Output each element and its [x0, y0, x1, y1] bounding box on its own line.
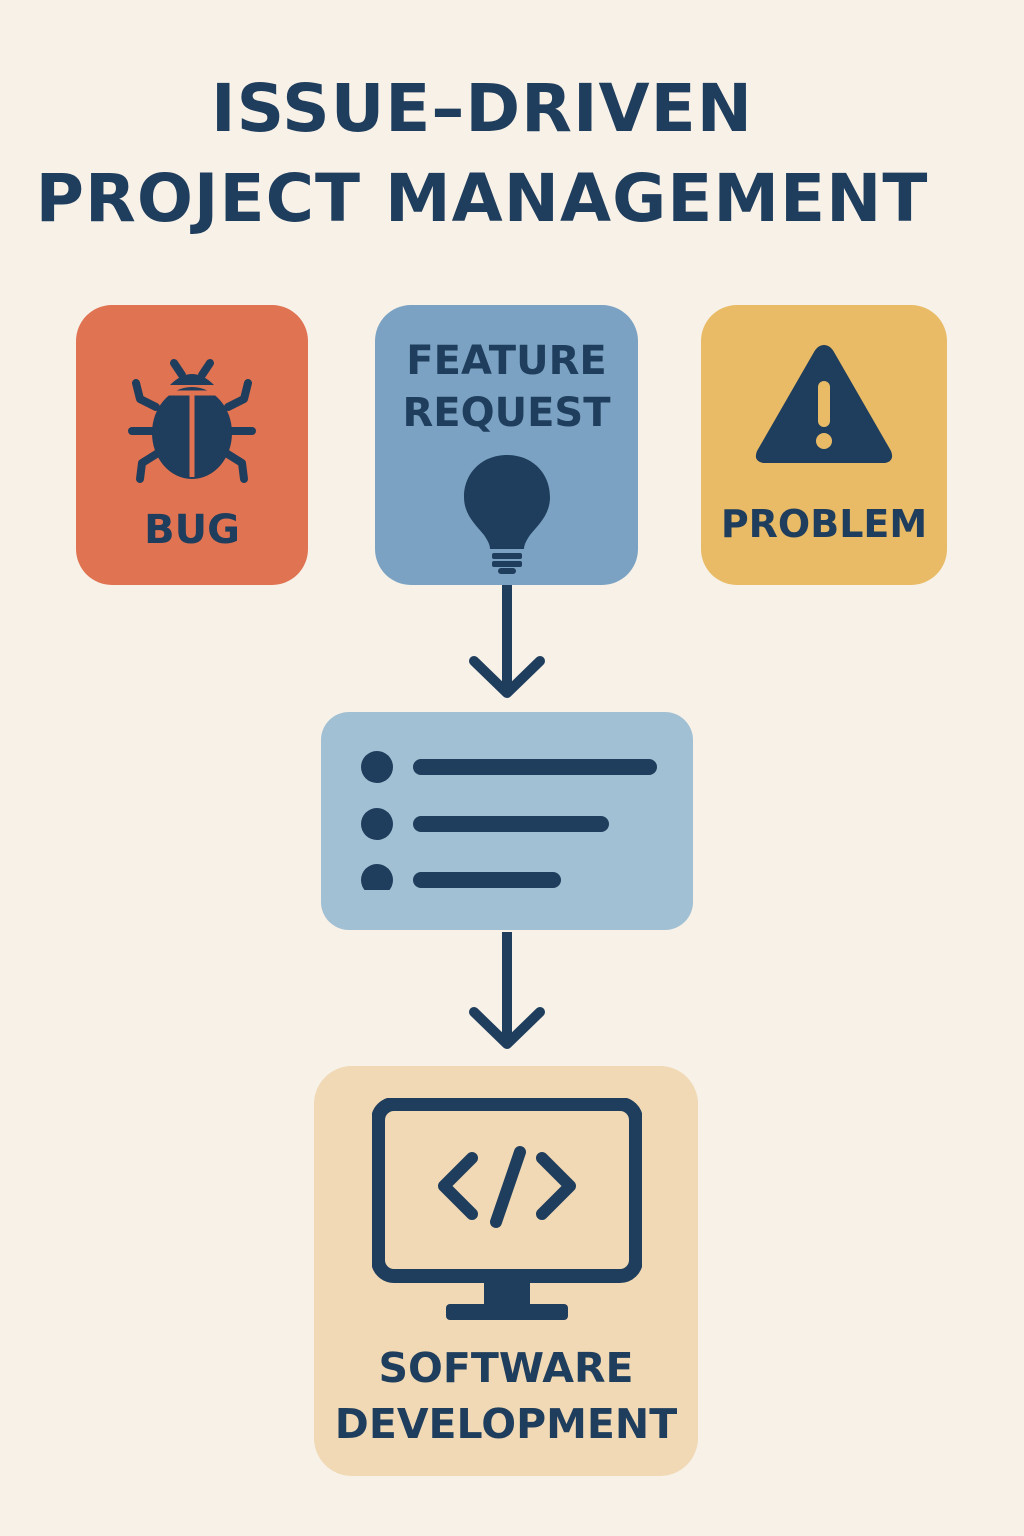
warning-icon — [755, 345, 893, 463]
arrow-down-icon — [469, 932, 545, 1049]
code-monitor-icon — [372, 1098, 642, 1320]
list-icon — [361, 751, 657, 890]
development-label-line-1: SOFTWARE — [378, 1344, 634, 1392]
feature-request-card: FEATURE REQUEST — [375, 305, 638, 585]
arrow-down-icon — [469, 585, 545, 698]
software-development-card: SOFTWARE DEVELOPMENT — [314, 1066, 698, 1476]
lightbulb-icon — [464, 455, 550, 574]
bug-card: BUG — [76, 305, 308, 585]
feature-label-line-2: REQUEST — [402, 390, 611, 436]
feature-label-line-1: FEATURE — [406, 338, 607, 384]
bug-label: BUG — [144, 507, 240, 553]
page-title-line-2: PROJECT MANAGEMENT — [35, 160, 929, 237]
development-label-line-2: DEVELOPMENT — [334, 1400, 678, 1448]
problem-card: PROBLEM — [701, 305, 947, 585]
problem-label: PROBLEM — [720, 502, 928, 546]
page-title-line-1: ISSUE–DRIVEN — [211, 70, 753, 147]
issue-list-card — [321, 712, 693, 930]
bug-icon — [128, 359, 256, 483]
